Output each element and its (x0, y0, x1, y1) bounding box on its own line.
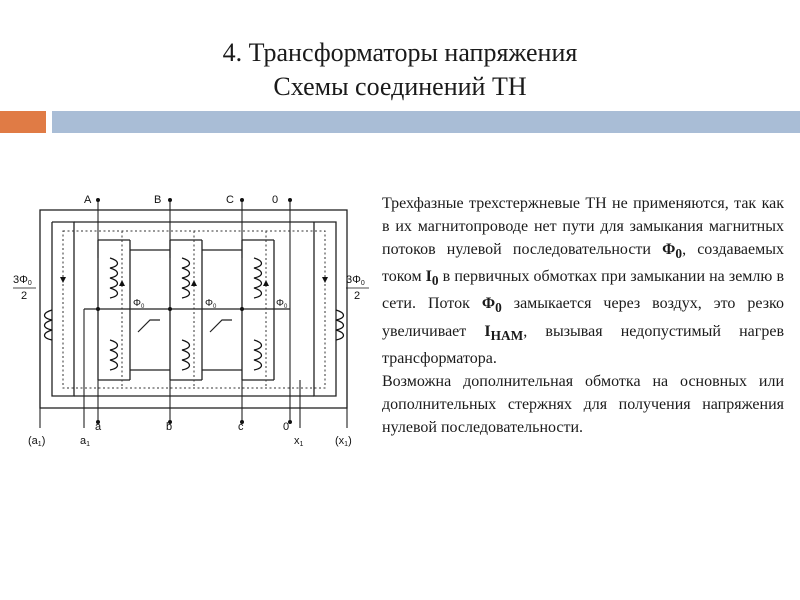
title-line-2: Схемы соединений ТН (273, 72, 527, 101)
title-line-1: 4. Трансформаторы напряжения (222, 38, 578, 67)
header-divider-bar (52, 111, 800, 133)
svg-text:2: 2 (21, 290, 27, 302)
paragraph-2: Возможна дополнительная обмотка на основ… (382, 372, 784, 436)
svg-text:3Φ0: 3Φ0 (346, 274, 365, 287)
flux-label-left: 3Φ0 2 (13, 274, 36, 302)
phi0-label-2: Φ0 (205, 298, 217, 310)
label-x1: x1 (294, 435, 304, 448)
phi0-label-1: Φ0 (133, 298, 145, 310)
neutral-bus (84, 308, 290, 333)
primary-coils (43, 257, 345, 371)
explanation-text: Трехфазные трехстержневые ТН не применяю… (382, 192, 784, 439)
label-x1-paren: (x1) (335, 435, 352, 448)
svg-text:3Φ0: 3Φ0 (13, 274, 32, 287)
paragraph-1: Трехфазные трехстержневые ТН не применяю… (382, 195, 785, 367)
phi0-label-3: Φ0 (276, 298, 288, 310)
label-a: a (95, 421, 102, 433)
label-c: c (238, 421, 244, 433)
flux-arrows (60, 277, 328, 286)
label-a1-paren: (a1) (28, 435, 45, 448)
label-b: b (166, 421, 172, 433)
label-C: C (226, 194, 234, 206)
label-B: B (154, 194, 161, 206)
label-a1: a1 (80, 435, 90, 448)
slide-title: 4. Трансформаторы напряжения Схемы соеди… (0, 36, 800, 104)
label-zero-top: 0 (272, 194, 278, 206)
lead-wires (39, 200, 348, 428)
label-A: A (84, 194, 92, 206)
label-zero-bottom: 0 (283, 421, 289, 433)
flux-label-right: 3Φ0 2 (346, 274, 369, 302)
terminal-dots (96, 198, 292, 424)
svg-text:2: 2 (354, 290, 360, 302)
accent-bar (0, 111, 46, 133)
transformer-schematic: A B C 0 3Φ0 2 3Φ0 2 Φ0 Φ0 Φ0 a b c 0 (a1… (13, 194, 369, 448)
